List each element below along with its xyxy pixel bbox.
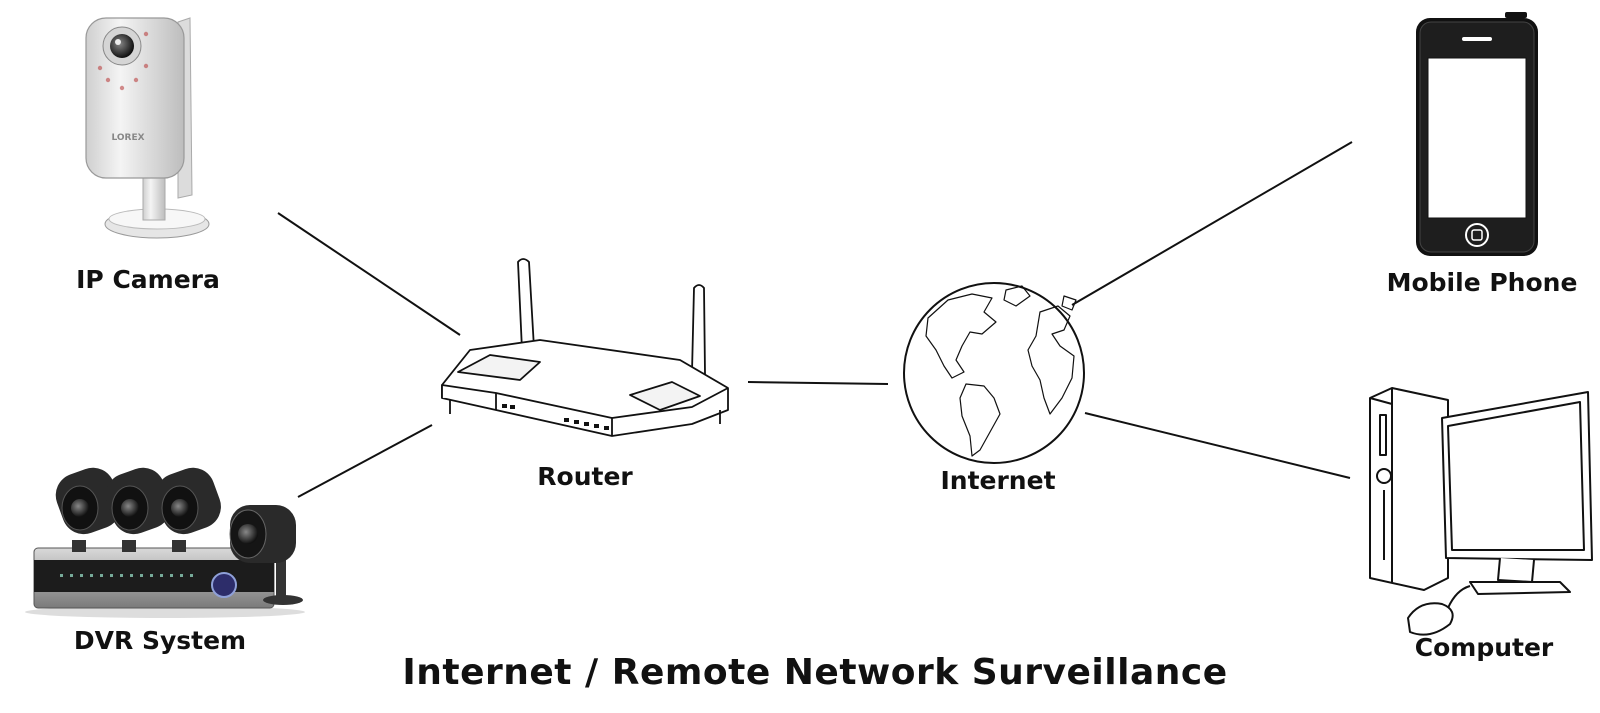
diagram-title: Internet / Remote Network Surveillance: [402, 652, 1228, 693]
bullet-camera-3: [155, 467, 221, 552]
globe-icon: [903, 282, 1085, 464]
router-icon: [441, 258, 729, 437]
dvr-system-label: DVR System: [73, 626, 247, 655]
link-dvr-router: [297, 424, 433, 498]
router-label: Router: [537, 462, 633, 491]
svg-text:LOREX: LOREX: [111, 133, 144, 143]
computer-icon: [1369, 387, 1593, 636]
bullet-camera-2: [105, 467, 171, 552]
bullet-camera-1: [55, 467, 121, 552]
internet-label: Internet: [940, 466, 1056, 495]
connection-lines: [277, 141, 1353, 498]
link-router-internet: [747, 381, 889, 385]
mobile-phone-label: Mobile Phone: [1386, 268, 1578, 297]
bullet-camera-4: [229, 505, 303, 605]
dvr-system-icon: [25, 467, 305, 618]
computer-label: Computer: [1414, 633, 1554, 662]
ip-camera-icon: LOREX: [85, 17, 210, 239]
ip-camera-label: IP Camera: [76, 265, 220, 294]
link-internet-computer: [1084, 412, 1351, 479]
mobile-phone-icon: [1416, 12, 1538, 256]
link-ip-camera-router: [277, 212, 461, 336]
link-internet-mobile: [1071, 141, 1353, 306]
